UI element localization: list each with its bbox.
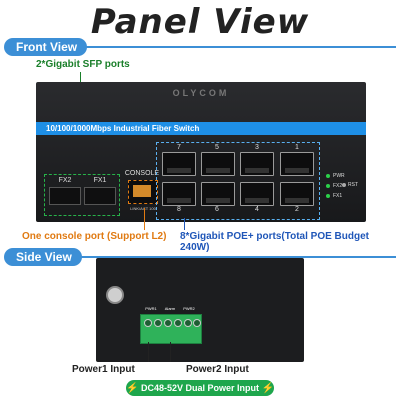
console-leader-line xyxy=(144,208,145,230)
rj45-port-4[interactable] xyxy=(240,182,274,206)
sfp-port-fx2[interactable] xyxy=(49,187,81,205)
brand-logo: OLYCOM xyxy=(172,88,230,98)
rj45-port-7[interactable] xyxy=(162,152,196,176)
led-label-pwr: PWR xyxy=(333,173,345,179)
lightning-icon: ⚡ xyxy=(126,383,139,394)
console-port[interactable] xyxy=(128,180,158,204)
led-pwr xyxy=(326,174,330,178)
console-note: One console port (Support L2) xyxy=(22,231,167,242)
sfp-port-group: FX2 FX1 xyxy=(44,174,120,216)
rj45-port-3[interactable] xyxy=(240,152,274,176)
sfp-port-fx1[interactable] xyxy=(84,187,116,205)
front-view-tag: Front View xyxy=(4,38,88,56)
console-port-jack xyxy=(133,185,151,197)
led-label-fx1: FX1 xyxy=(333,193,343,199)
reset-label: RST xyxy=(348,182,358,188)
rj45-port-2[interactable] xyxy=(280,182,314,206)
power1-label: Power1 Input xyxy=(72,364,135,375)
model-band: 10/100/1000Mbps Industrial Fiber Switch xyxy=(36,122,366,135)
terminal-screw xyxy=(193,319,201,327)
front-panel-device: OLYCOM 10/100/1000Mbps Industrial Fiber … xyxy=(36,82,366,222)
rj45-port-1[interactable] xyxy=(280,152,314,176)
ground-screw xyxy=(106,286,124,304)
side-view-rule xyxy=(74,256,396,258)
terminal-label-alarm: Alarm xyxy=(164,306,176,311)
power2-label: Power2 Input xyxy=(186,364,249,375)
reset-button[interactable] xyxy=(342,183,346,187)
page-title: Panel View xyxy=(90,2,310,42)
poe-port-group xyxy=(156,142,320,220)
console-sub-label: LINK/ACT 100 xyxy=(130,206,156,211)
rj45-port-5[interactable] xyxy=(201,152,235,176)
sfp-note: 2*Gigabit SFP ports xyxy=(36,59,130,70)
terminal-label-pwr1: PWR1 xyxy=(145,306,157,311)
port-number-8: 8 xyxy=(177,206,181,213)
terminal-screw xyxy=(174,319,182,327)
sfp-label-fx1: FX1 xyxy=(93,177,107,184)
rj45-port-6[interactable] xyxy=(201,182,235,206)
lightning-icon: ⚡ xyxy=(261,383,274,394)
side-view-tag: Side View xyxy=(4,248,82,266)
port-number-1: 1 xyxy=(295,144,299,151)
poe-note: 8*Gigabit POE+ ports(Total POE Budget 24… xyxy=(180,231,369,253)
port-number-7: 7 xyxy=(177,144,181,151)
dc-input-label: DC48-52V Dual Power Input xyxy=(140,383,260,393)
port-number-2: 2 xyxy=(295,206,299,213)
led-fx2 xyxy=(326,184,330,188)
terminal-label-pwr2: PWR2 xyxy=(183,306,195,311)
port-number-3: 3 xyxy=(255,144,259,151)
terminal-screw xyxy=(144,319,152,327)
side-panel-device: PWR1 Alarm PWR2 xyxy=(96,258,304,362)
terminal-screw xyxy=(184,319,192,327)
power2-leader-line xyxy=(170,342,171,362)
dc-input-pill: ⚡ DC48-52V Dual Power Input ⚡ xyxy=(126,380,274,396)
front-view-rule xyxy=(80,46,396,48)
power-terminal-block[interactable] xyxy=(140,314,202,344)
port-number-5: 5 xyxy=(215,144,219,151)
terminal-screw xyxy=(154,319,162,327)
port-number-6: 6 xyxy=(215,206,219,213)
rj45-port-8[interactable] xyxy=(162,182,196,206)
console-label: CONSOLE xyxy=(124,170,160,177)
power1-leader-line xyxy=(148,342,149,362)
terminal-screw xyxy=(164,319,172,327)
port-number-4: 4 xyxy=(255,206,259,213)
sfp-label-fx2: FX2 xyxy=(58,177,72,184)
led-fx1 xyxy=(326,194,330,198)
led-label-fx2: FX2 xyxy=(333,183,343,189)
poe-leader-line xyxy=(184,218,185,230)
